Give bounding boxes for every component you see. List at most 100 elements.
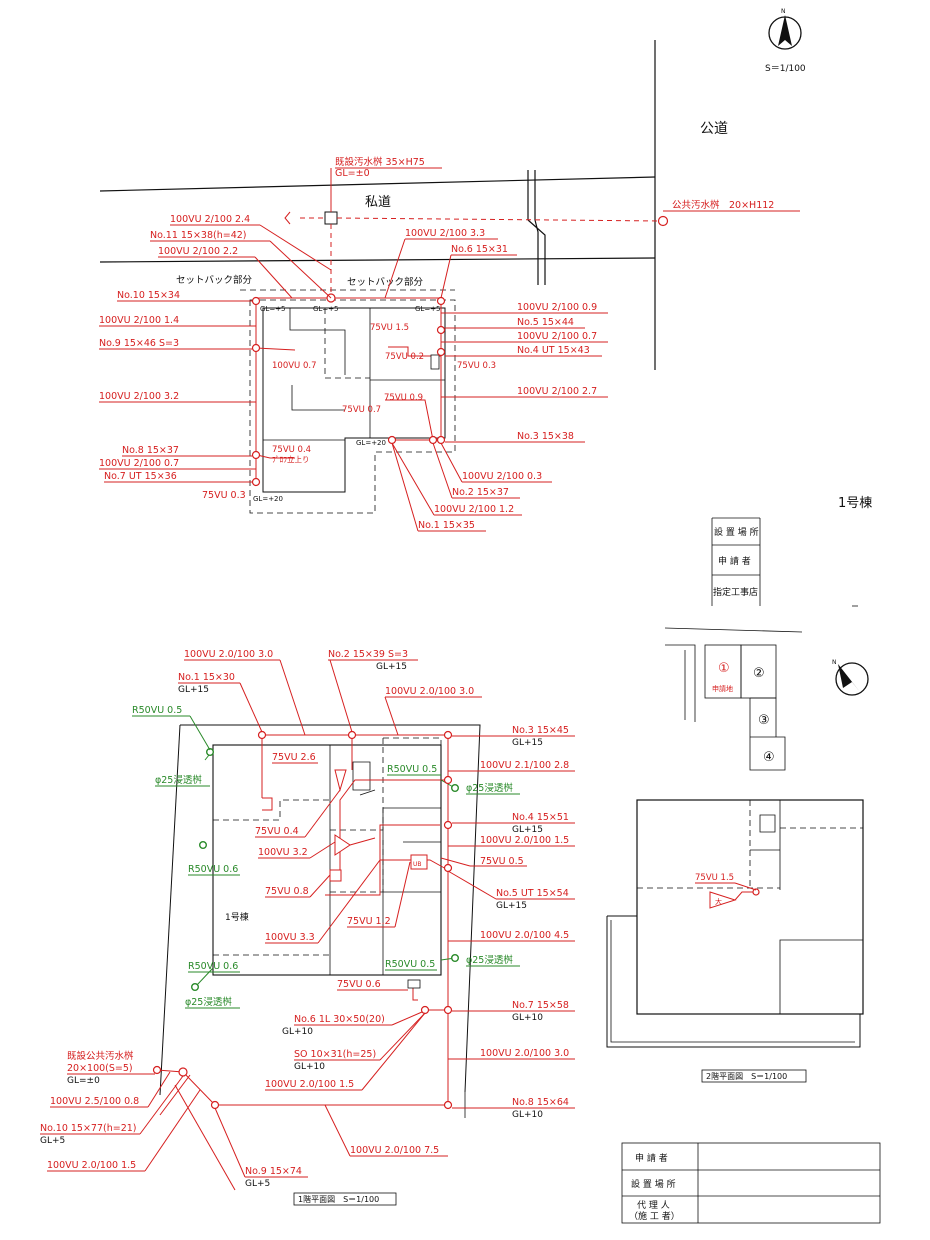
svg-text:100VU 2.0/100 4.5: 100VU 2.0/100 4.5: [480, 930, 569, 941]
existing-basin-gl: GL=±0: [335, 168, 370, 179]
svg-text:75VU 0.5: 75VU 0.5: [480, 856, 524, 867]
svg-text:100VU 2/100 2.7: 100VU 2/100 2.7: [517, 386, 597, 397]
svg-text:75VU 0.3: 75VU 0.3: [457, 361, 496, 371]
svg-text:申 請 者: 申 請 者: [718, 555, 751, 567]
svg-text:既設公共汚水桝: 既設公共汚水桝: [67, 1050, 134, 1062]
svg-text:UB: UB: [413, 861, 422, 868]
svg-text:75VU 1.5: 75VU 1.5: [695, 873, 734, 883]
svg-text:75VU 1.2: 75VU 1.2: [347, 916, 391, 927]
svg-text:設 置 場 所: 設 置 場 所: [631, 1178, 676, 1190]
svg-text:1号棟: 1号棟: [225, 911, 249, 923]
svg-text:N: N: [832, 659, 837, 666]
second-floor-plan: 大 75VU 1.5 2階平面図 S＝1/100: [606, 799, 864, 1083]
svg-text:No.5 UT 15×54: No.5 UT 15×54: [496, 888, 569, 899]
svg-text:N: N: [781, 8, 786, 15]
svg-text:100VU 2/100 1.4: 100VU 2/100 1.4: [99, 315, 179, 326]
svg-text:GL=±0: GL=±0: [67, 1076, 100, 1086]
svg-text:100VU 2.0/100 1.5: 100VU 2.0/100 1.5: [480, 835, 569, 846]
svg-text:No.2 15×37: No.2 15×37: [452, 487, 509, 498]
svg-text:100VU 2.0/100 7.5: 100VU 2.0/100 7.5: [350, 1145, 439, 1156]
svg-text:R50VU 0.5: R50VU 0.5: [387, 764, 437, 775]
svg-text:75VU 2.6: 75VU 2.6: [272, 752, 316, 763]
public-road-label: 公道: [700, 121, 728, 137]
svg-text:代 理 人: 代 理 人: [637, 1200, 670, 1211]
svg-text:GL=+20: GL=+20: [356, 439, 386, 447]
svg-text:No.7 UT 15×36: No.7 UT 15×36: [104, 471, 177, 482]
svg-text:100VU 2.1/100 2.8: 100VU 2.1/100 2.8: [480, 760, 569, 771]
svg-text:No.10 15×77(h=21): No.10 15×77(h=21): [40, 1123, 137, 1134]
svg-text:SO 10×31(h=25): SO 10×31(h=25): [294, 1049, 376, 1060]
north-arrow-2-icon: N: [832, 659, 869, 696]
svg-text:GL=+5: GL=+5: [313, 305, 339, 313]
svg-text:GL+5: GL+5: [40, 1136, 65, 1146]
svg-text:申 請 者: 申 請 者: [635, 1152, 668, 1164]
svg-text:φ25浸透桝: φ25浸透桝: [466, 782, 513, 794]
svg-text:No.4 UT 15×43: No.4 UT 15×43: [517, 345, 590, 356]
svg-text:R50VU 0.5: R50VU 0.5: [132, 705, 182, 716]
svg-text:GL+15: GL+15: [178, 685, 209, 695]
svg-text:100VU 2.0/100 3.0: 100VU 2.0/100 3.0: [480, 1048, 569, 1059]
title-block-top: 設 置 場 所 申 請 者 指定工事店: [711, 517, 858, 607]
svg-text:75VU 0.9: 75VU 0.9: [384, 393, 423, 403]
svg-text:20×100(S=5): 20×100(S=5): [67, 1063, 133, 1074]
svg-text:No.1 15×30: No.1 15×30: [178, 672, 235, 683]
svg-text:No.7 15×58: No.7 15×58: [512, 1000, 569, 1011]
svg-text:No.8 15×37: No.8 15×37: [122, 445, 179, 456]
svg-text:GL=+5: GL=+5: [415, 305, 441, 313]
svg-text:100VU 2/100 0.3: 100VU 2/100 0.3: [462, 471, 542, 482]
svg-text:GL+10: GL+10: [512, 1110, 543, 1120]
svg-text:φ25浸透桝: φ25浸透桝: [155, 774, 202, 786]
svg-text:R50VU 0.6: R50VU 0.6: [188, 961, 238, 972]
building-label: 1号棟: [838, 496, 872, 511]
svg-text:GL+10: GL+10: [294, 1062, 325, 1072]
svg-text:100VU 2.0/100 1.5: 100VU 2.0/100 1.5: [47, 1160, 136, 1171]
first-floor-labels: 100VU 2.0/100 3.0 No.2 15×39 S=3 GL+15 N…: [40, 649, 575, 1206]
svg-text:R50VU 0.6: R50VU 0.6: [188, 864, 238, 875]
svg-text:φ25浸透桝: φ25浸透桝: [185, 996, 232, 1008]
svg-text:設 置 場 所: 設 置 場 所: [714, 526, 759, 538]
svg-text:75VU 0.6: 75VU 0.6: [337, 979, 381, 990]
north-arrow-icon: N: [768, 8, 802, 50]
svg-text:GL+10: GL+10: [282, 1027, 313, 1037]
svg-text:100VU 2/100 0.7: 100VU 2/100 0.7: [517, 331, 597, 342]
svg-text:100VU 2.0/100 3.0: 100VU 2.0/100 3.0: [385, 686, 474, 697]
svg-text:GL+15: GL+15: [512, 738, 543, 748]
svg-text:75VU 0.2: 75VU 0.2: [385, 352, 424, 362]
svg-text:③: ③: [758, 713, 770, 728]
first-floor-plan: UB: [152, 724, 481, 1191]
svg-text:φ25浸透桝: φ25浸透桝: [466, 954, 513, 966]
svg-text:GL+5: GL+5: [245, 1179, 270, 1189]
svg-text:R50VU 0.5: R50VU 0.5: [385, 959, 435, 970]
svg-text:GL=+5: GL=+5: [260, 305, 286, 313]
svg-text:No.8 15×64: No.8 15×64: [512, 1097, 569, 1108]
setback-left-label: セットバック部分: [176, 274, 253, 286]
svg-text:No.3 15×38: No.3 15×38: [517, 431, 574, 442]
svg-text:100VU 2/100 1.2: 100VU 2/100 1.2: [434, 504, 514, 515]
svg-text:100VU 0.7: 100VU 0.7: [272, 361, 316, 371]
svg-text:100VU 2/100 2.4: 100VU 2/100 2.4: [170, 214, 250, 225]
svg-text:GL+10: GL+10: [512, 1013, 543, 1023]
svg-text:75VU 0.3: 75VU 0.3: [202, 490, 246, 501]
svg-text:100VU 2.0/100 1.5: 100VU 2.0/100 1.5: [265, 1079, 354, 1090]
svg-text:No.10 15×34: No.10 15×34: [117, 290, 180, 301]
top-plan-labels: 既設汚水桝 35×H75 GL=±0 公共汚水桝 20×H112 100VU 2…: [99, 156, 800, 532]
top-site-plan: [249, 211, 669, 514]
svg-text:ﾌﾟﾛﾌ立上り: ﾌﾟﾛﾌ立上り: [272, 454, 310, 464]
existing-basin-label: 既設汚水桝 35×H75: [335, 156, 425, 168]
svg-text:No.6 15×31: No.6 15×31: [451, 244, 508, 255]
svg-text:No.3 15×45: No.3 15×45: [512, 725, 569, 736]
svg-text:75VU 0.8: 75VU 0.8: [265, 886, 309, 897]
svg-text:大: 大: [715, 897, 722, 906]
svg-text:No.4 15×51: No.4 15×51: [512, 812, 569, 823]
svg-text:100VU 2/100 2.2: 100VU 2/100 2.2: [158, 246, 238, 257]
svg-text:GL=+20: GL=+20: [253, 495, 283, 503]
svg-text:1階平面図 S＝1/100: 1階平面図 S＝1/100: [298, 1194, 379, 1204]
svg-text:②: ②: [753, 666, 765, 681]
road-lines: [99, 40, 656, 370]
svg-text:75VU 1.5: 75VU 1.5: [370, 323, 409, 333]
private-road-label: 私道: [365, 195, 391, 210]
svg-text:GL+15: GL+15: [376, 662, 407, 672]
title-block-bottom: 申 請 者 設 置 場 所 代 理 人 （施 工 者）: [621, 1142, 881, 1224]
svg-text:75VU 0.4: 75VU 0.4: [272, 445, 311, 455]
